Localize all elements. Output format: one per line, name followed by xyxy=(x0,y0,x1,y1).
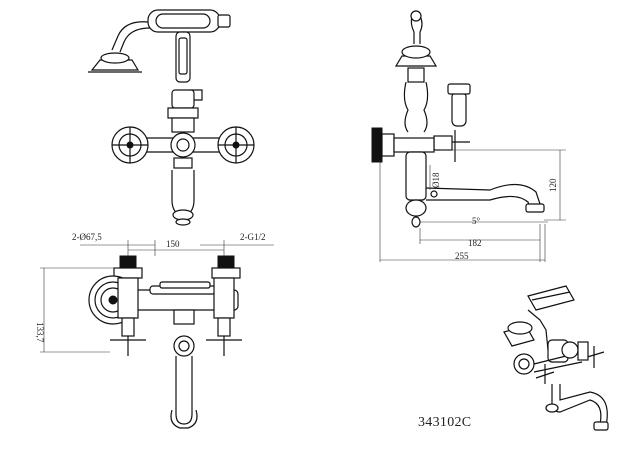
dim-thread: 2-G1/2 xyxy=(240,232,266,242)
model-code: 343102C xyxy=(418,415,471,430)
dim-center-distance: 150 xyxy=(166,239,180,249)
top-view xyxy=(88,255,242,429)
dim-height-right: 120 xyxy=(548,178,558,192)
dim-reach-total: 255 xyxy=(455,251,469,261)
dim-spout-diameter: 2-Ø67,5 xyxy=(72,232,102,242)
side-view xyxy=(371,10,545,228)
dim-height-left: 133,7 xyxy=(35,322,45,343)
dim-reach-inner: 182 xyxy=(468,238,482,248)
dim-ring-diameter: Ø18 xyxy=(431,172,441,188)
dim-angle: 5° xyxy=(472,216,481,226)
top-view-dimensions xyxy=(40,240,274,353)
side-view-dimensions xyxy=(379,149,566,262)
front-view xyxy=(88,9,255,226)
isometric-view xyxy=(503,285,609,431)
